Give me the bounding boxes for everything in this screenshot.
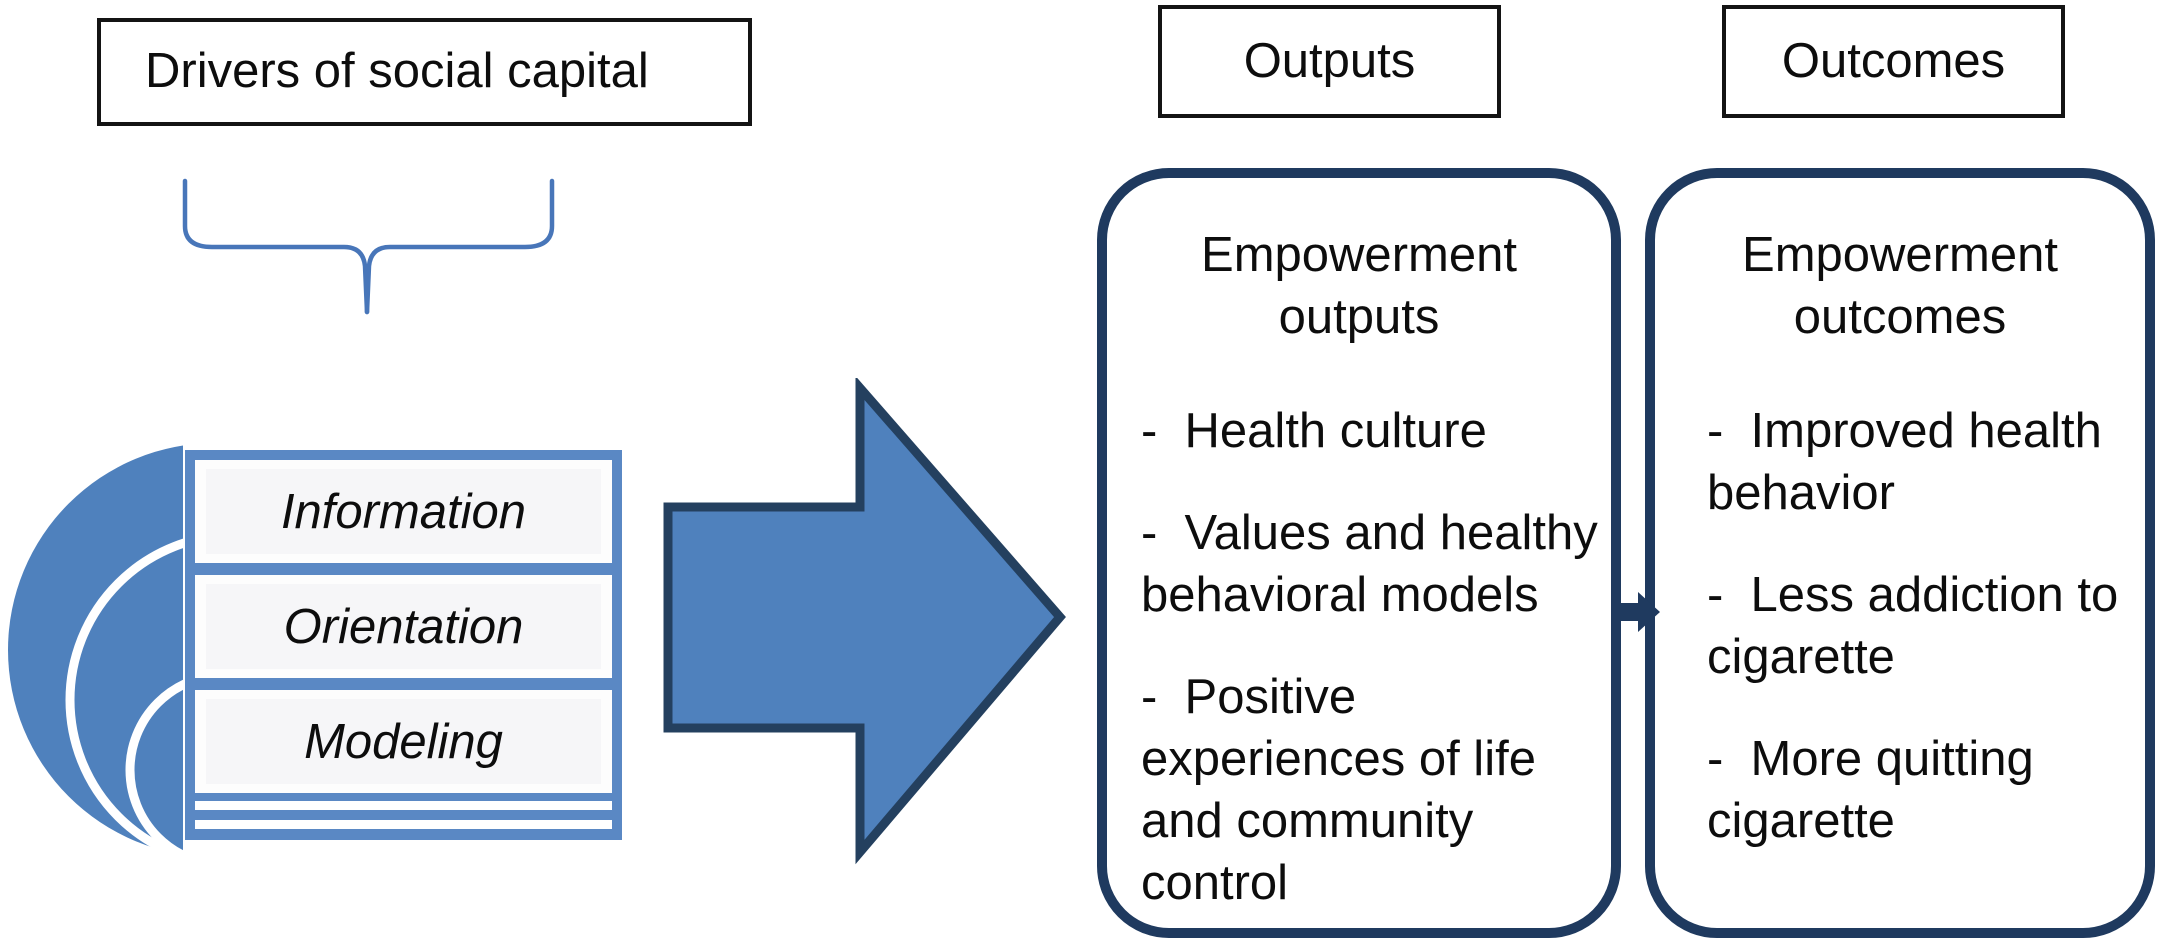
drivers-label: Drivers of social capital bbox=[145, 44, 649, 99]
outputs-label-box: Outputs bbox=[1158, 5, 1501, 118]
drivers-label-box: Drivers of social capital bbox=[97, 18, 752, 126]
outcomes-label-box: Outcomes bbox=[1722, 5, 2065, 118]
stack-bottom-stripe bbox=[195, 801, 612, 810]
outputs-bullet-list: - Health culture - Values and healthy be… bbox=[1107, 400, 1611, 914]
outputs-panel-title: Empowerment outputs bbox=[1201, 228, 1517, 344]
curly-brace-down-icon bbox=[182, 178, 555, 315]
outputs-bullet: - Values and healthy behavioral models bbox=[1141, 506, 1598, 622]
stack-row-label: Modeling bbox=[206, 699, 601, 784]
outcomes-bullet: - More quitting cigarette bbox=[1707, 732, 2034, 848]
nested-circles-icon bbox=[8, 445, 183, 862]
stack-row-information: Information bbox=[195, 460, 612, 563]
outcomes-label: Outcomes bbox=[1781, 33, 2006, 88]
outcomes-bullet: - Improved health behavior bbox=[1707, 404, 2102, 520]
stack-row-orientation: Orientation bbox=[195, 575, 612, 678]
drivers-stack: Information Orientation Modeling bbox=[185, 450, 622, 840]
empowerment-outcomes-panel: Empowerment outcomes - Improved health b… bbox=[1645, 168, 2155, 938]
stack-bottom-stripe bbox=[195, 820, 612, 829]
empowerment-outputs-panel: Empowerment outputs - Health culture - V… bbox=[1097, 168, 1621, 938]
small-right-arrow-icon bbox=[1614, 592, 1660, 632]
right-arrow-icon bbox=[663, 378, 1066, 865]
outcomes-bullet: - Less addiction to cigarette bbox=[1707, 568, 2119, 684]
outcomes-panel-title: Empowerment outcomes bbox=[1742, 228, 2058, 344]
outputs-label: Outputs bbox=[1243, 33, 1416, 88]
outputs-bullet: - Health culture bbox=[1141, 404, 1487, 458]
stack-row-modeling: Modeling bbox=[195, 690, 612, 793]
stack-row-label: Information bbox=[206, 469, 601, 554]
outcomes-bullet-list: - Improved health behavior - Less addict… bbox=[1655, 400, 2145, 852]
outputs-bullet: - Positive experiences of life and commu… bbox=[1141, 670, 1536, 910]
stack-row-label: Orientation bbox=[206, 584, 601, 669]
